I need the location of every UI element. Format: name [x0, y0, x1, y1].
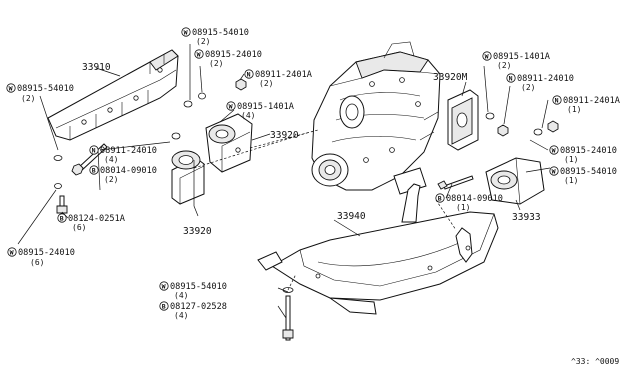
callout-nut-08911-24010-left: N 08911-24010 (4): [89, 145, 157, 164]
callout-qty: (4): [104, 155, 118, 164]
callout-qty: (6): [72, 223, 86, 232]
callout-part: 08915-54010: [17, 84, 74, 94]
skid-plate-33940: [257, 183, 499, 315]
crossmember-bracket-33910: [47, 49, 179, 141]
callout-washer-08915-24010-right: W 08915-24010 (1): [549, 145, 617, 164]
callout-part: 08915-1401A: [237, 102, 295, 112]
callout-part: 08014-09010: [100, 166, 157, 176]
callout-prefix: W: [162, 282, 166, 290]
callout-part: 08915-54010: [170, 282, 227, 292]
diagram-code: ^33: ^0009: [571, 357, 619, 366]
callout-nut-08911-2401a-top: N 08911-2401A (2): [244, 69, 313, 88]
callout-bolt-08127-02528: B 08127-02528 (4): [159, 301, 227, 320]
mount-insulator-33920: [171, 113, 253, 205]
callout-part: 08915-54010: [192, 28, 249, 38]
callout-part: 08911-2401A: [255, 70, 313, 80]
washer-nut-group-left: [53, 78, 247, 189]
callout-bolt-08014-09010-left: B 08014-09010 (2): [89, 165, 157, 184]
callout-prefix: W: [10, 248, 14, 256]
callout-part: 08915-1401A: [493, 52, 551, 62]
callout-qty: (2): [497, 61, 511, 70]
callout-prefix: W: [552, 167, 556, 175]
callout-qty: (2): [104, 175, 118, 184]
label-33920m: 33920M: [433, 72, 468, 83]
callout-prefix: N: [509, 74, 513, 82]
callout-washer-08915-1401a-center: W 08915-1401A (4): [226, 101, 295, 120]
bolt-08014-right: [437, 175, 474, 190]
callout-prefix: W: [197, 50, 201, 58]
callout-qty: (2): [196, 37, 210, 46]
callout-qty: (2): [21, 94, 35, 103]
callout-prefix: W: [485, 52, 489, 60]
callout-qty: (2): [209, 59, 223, 68]
leader-lines: [17, 44, 551, 319]
callout-bolt-08014-09010-right: B 08014-09010 (1): [435, 193, 503, 212]
callout-qty: (4): [174, 291, 188, 300]
callout-qty: (2): [259, 79, 273, 88]
callout-part: 08911-24010: [517, 74, 574, 84]
callout-qty: (1): [456, 203, 470, 212]
callout-part: 08911-2401A: [563, 96, 621, 106]
callout-qty: (6): [30, 258, 44, 267]
rear-mount-bracket-33920m: [447, 89, 509, 151]
callout-prefix: N: [555, 96, 559, 104]
callout-prefix: B: [60, 214, 64, 222]
callout-bolt-08124-0251a: B 08124-0251A (6): [57, 213, 126, 232]
callout-washer-08915-54010-top: W 08915-54010 (2): [181, 27, 249, 46]
label-33920-upper: 33920: [270, 130, 299, 141]
callout-prefix: B: [438, 194, 442, 202]
callout-qty: (1): [567, 105, 581, 114]
callout-part: 08915-54010: [560, 167, 617, 177]
callout-prefix: N: [247, 70, 251, 78]
callout-prefix: W: [229, 102, 233, 110]
right-mount-33933: [485, 120, 559, 205]
callout-washer-08915-54010-right: W 08915-54010 (1): [549, 166, 617, 185]
callout-prefix: N: [92, 146, 96, 154]
label-33933: 33933: [512, 212, 541, 223]
callout-part: 08014-09010: [446, 194, 503, 204]
bolt-group-left: [56, 143, 294, 341]
label-33940: 33940: [337, 211, 366, 222]
callout-nut-08911-2401a-right: N 08911-2401A (1): [552, 95, 621, 114]
label-33920-lower: 33920: [183, 226, 212, 237]
callout-washer-08915-1401a-right: W 08915-1401A (2): [482, 51, 551, 70]
callout-washer-08915-24010-bottom-left: W 08915-24010 (6): [7, 247, 75, 267]
callout-prefix: W: [9, 84, 13, 92]
callout-qty: (4): [241, 111, 255, 120]
callout-nut-08911-24010-right: N 08911-24010 (2): [506, 73, 574, 92]
callout-part: 08915-24010: [18, 248, 75, 258]
callout-part: 08915-24010: [560, 146, 617, 156]
callout-qty: (2): [521, 83, 535, 92]
callout-prefix: B: [92, 166, 96, 174]
callout-part: 08911-24010: [100, 146, 157, 156]
callout-washer-08915-24010-top: W 08915-24010 (2): [194, 49, 262, 68]
callout-prefix: B: [162, 302, 166, 310]
hardware-callouts: W 08915-54010 (2) W 08915-54010 (2) W 08…: [6, 27, 621, 320]
callout-washer-08915-54010-bottom: W 08915-54010 (4): [159, 281, 227, 300]
callout-qty: (1): [564, 176, 578, 185]
callout-part: 08915-24010: [205, 50, 262, 60]
callout-prefix: W: [552, 146, 556, 154]
callout-washer-08915-54010-left: W 08915-54010 (2): [6, 83, 74, 103]
callout-qty: (1): [564, 155, 578, 164]
callout-prefix: W: [184, 28, 188, 36]
label-33910: 33910: [82, 62, 111, 73]
callout-part: 08127-02528: [170, 302, 227, 312]
transfer-case-assembly: [311, 41, 441, 195]
part-labels: 33910 33920 33920 33920M 33940 33933: [82, 62, 541, 237]
callout-qty: (4): [174, 311, 188, 320]
callout-part: 08124-0251A: [68, 214, 126, 224]
